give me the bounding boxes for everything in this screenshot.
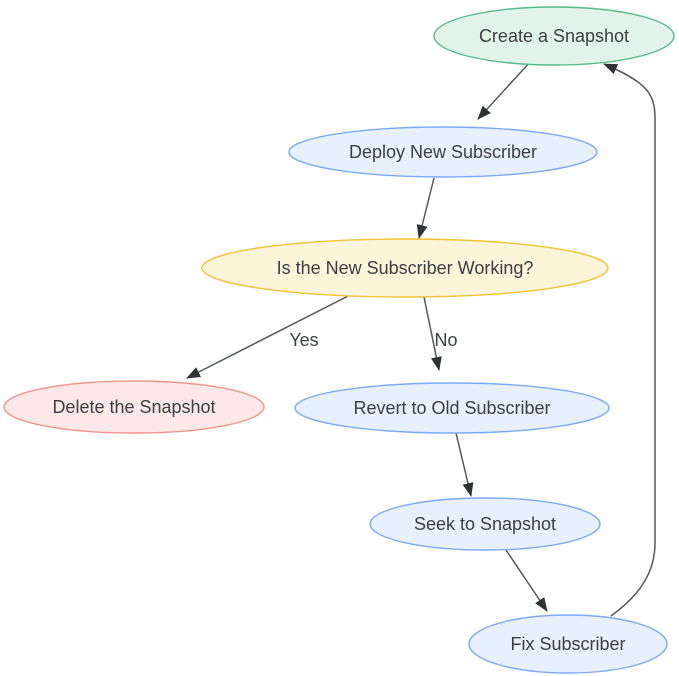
node-revert-to-old-subscriber: Revert to Old Subscriber: [294, 382, 610, 434]
node-create-snapshot: Create a Snapshot: [433, 6, 675, 66]
node-seek-to-snapshot-shape: [369, 497, 601, 551]
node-delete-the-snapshot-shape: [3, 380, 265, 434]
edge-seek-to-fix: [505, 549, 548, 612]
node-delete-the-snapshot: Delete the Snapshot: [3, 380, 265, 434]
edge-working-to-revert: [423, 296, 442, 371]
node-is-new-subscriber-working: Is the New Subscriber Working?: [201, 238, 609, 298]
node-create-snapshot-shape: [433, 6, 675, 66]
node-deploy-new-subscriber-label: Deploy New Subscriber: [349, 142, 537, 162]
node-is-new-subscriber-working-shape: [201, 238, 609, 298]
node-seek-to-snapshot: Seek to Snapshot: [369, 497, 601, 551]
node-delete-the-snapshot-label: Delete the Snapshot: [52, 397, 215, 417]
node-revert-to-old-subscriber-shape: [294, 382, 610, 434]
edge-label-no: No: [434, 330, 457, 350]
node-fix-subscriber-shape: [468, 614, 668, 674]
node-fix-subscriber: Fix Subscriber: [468, 614, 668, 674]
edge-deploy-to-working: [416, 177, 435, 239]
node-deploy-new-subscriber-shape: [288, 126, 598, 178]
edge-create-to-deploy: [477, 60, 532, 120]
edge-working-to-delete: [186, 292, 355, 379]
node-fix-subscriber-label: Fix Subscriber: [510, 634, 625, 654]
edge-fix-to-create: [603, 63, 656, 617]
node-is-new-subscriber-working-label: Is the New Subscriber Working?: [277, 258, 534, 278]
edge-revert-to-seek: [455, 432, 474, 497]
node-seek-to-snapshot-label: Seek to Snapshot: [414, 514, 556, 534]
node-create-snapshot-label: Create a Snapshot: [479, 26, 629, 46]
node-revert-to-old-subscriber-label: Revert to Old Subscriber: [353, 398, 550, 418]
node-deploy-new-subscriber: Deploy New Subscriber: [288, 126, 598, 178]
edge-label-yes: Yes: [289, 330, 318, 350]
